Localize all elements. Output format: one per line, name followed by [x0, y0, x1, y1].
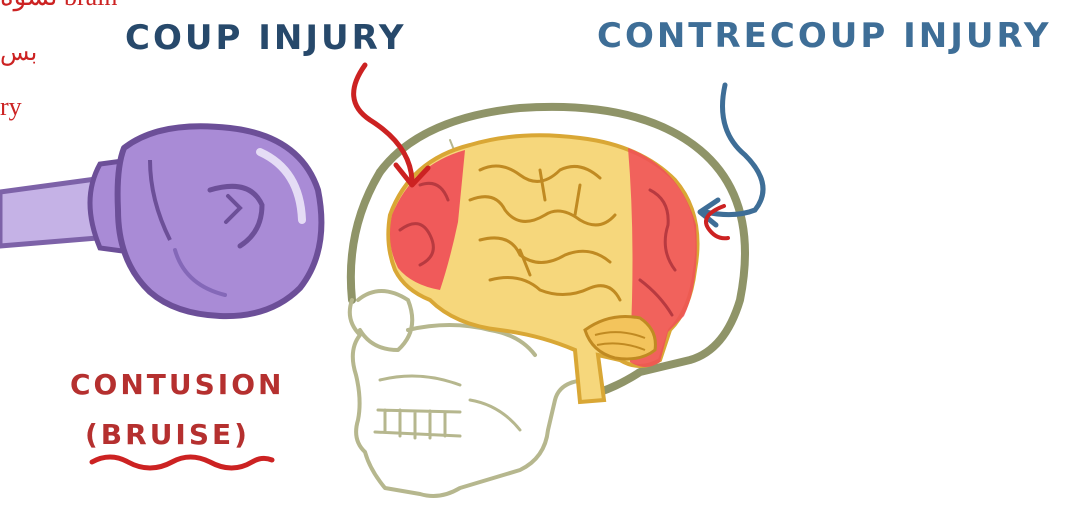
- brain-icon: [388, 135, 697, 402]
- bruise-label: (BRUISE): [85, 418, 250, 451]
- boxing-glove-icon: [0, 126, 321, 316]
- contrecoup-injury-label: CONTRECOUP INJURY: [597, 16, 1051, 56]
- overlay-text-line3: ry: [0, 92, 22, 122]
- overlay-text-line1: تشوه brain: [0, 0, 117, 12]
- bruise-underline: [92, 457, 272, 468]
- coup-injury-label: COUP INJURY: [125, 18, 407, 58]
- overlay-text-line2: بس: [0, 38, 37, 67]
- contusion-label: CONTUSION: [70, 368, 284, 401]
